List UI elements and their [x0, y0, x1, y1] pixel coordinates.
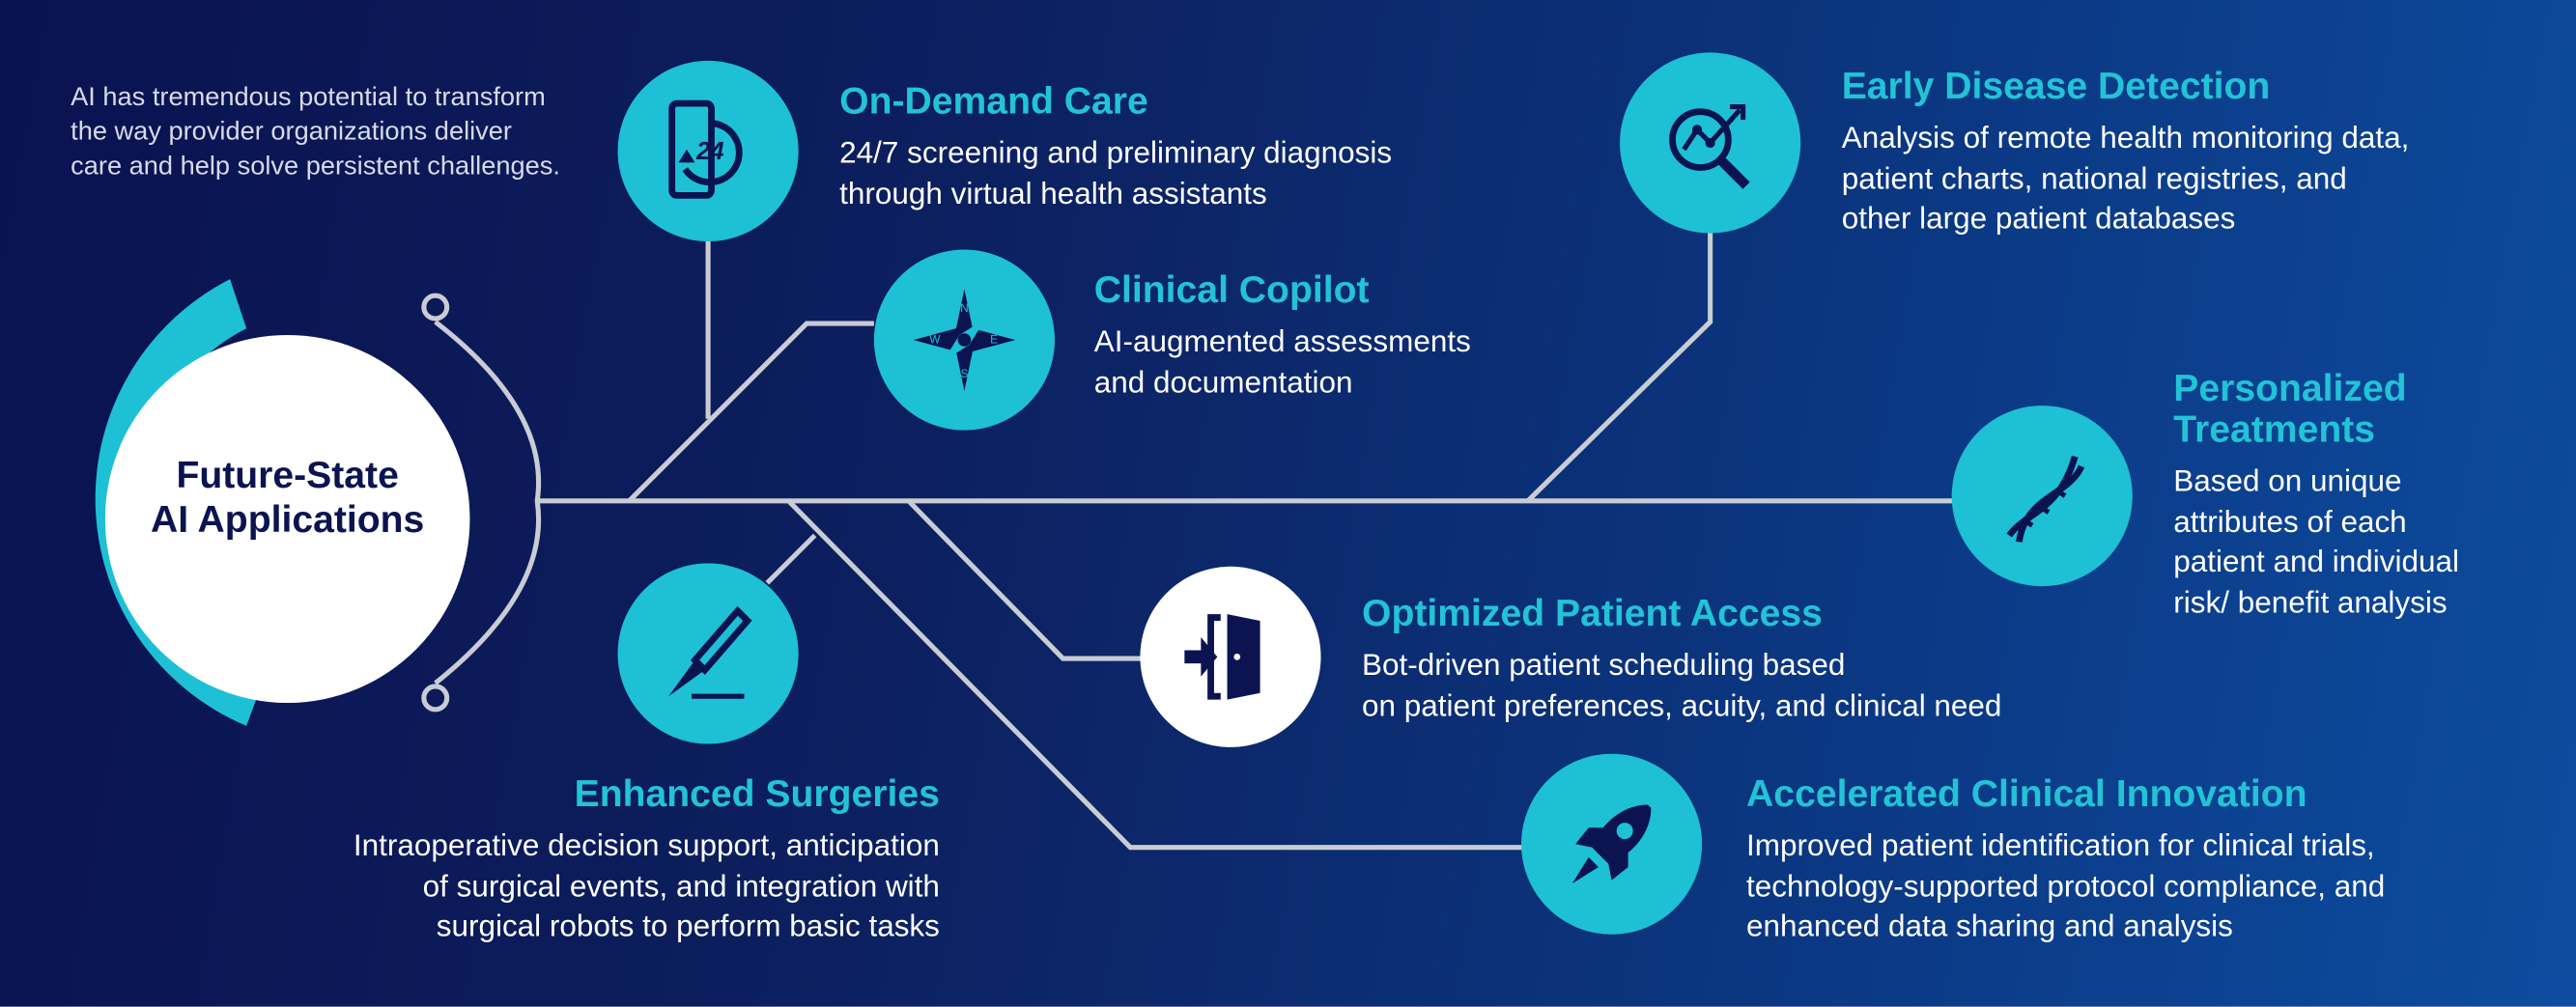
copilot-title: Clinical Copilot — [1093, 267, 1370, 311]
dna-icon — [1951, 406, 2133, 587]
early-title: Early Disease Detection — [1841, 64, 2271, 107]
compass-icon: N S E W — [873, 249, 1055, 431]
access-connector — [906, 498, 1143, 661]
innovation-desc: Improved patient identification for clin… — [1746, 827, 2386, 943]
hub-circle — [104, 334, 470, 703]
magnifier-chart-icon — [1620, 52, 1801, 234]
svg-text:N: N — [960, 301, 969, 315]
intro-text: AI has tremendous potential to transform… — [71, 83, 560, 182]
early-connector — [1526, 233, 1713, 503]
hub-title-line2: AI Applications — [151, 497, 425, 541]
surgeries-title: Enhanced Surgeries — [574, 771, 940, 815]
early-desc: Analysis of remote health monitoring dat… — [1841, 120, 2410, 236]
hub-title-line1: Future-State — [176, 453, 399, 496]
door-enter-icon — [1140, 566, 1321, 747]
surgeries-connector — [765, 533, 817, 585]
svg-text:W: W — [929, 332, 941, 346]
phone-24-icon: 24 — [617, 60, 799, 242]
arc-end-top — [421, 293, 450, 322]
scalpel-icon — [617, 563, 799, 744]
access-title: Optimized Patient Access — [1362, 591, 1823, 634]
innovation-title: Accelerated Clinical Innovation — [1746, 771, 2307, 815]
innovation-connector — [786, 498, 1528, 851]
on-demand-title: On-Demand Care — [839, 78, 1148, 122]
hub-title: Future-State AI Applications — [107, 453, 468, 542]
arc-end-bottom — [421, 684, 450, 713]
svg-text:E: E — [990, 332, 998, 346]
svg-text:24: 24 — [695, 138, 723, 165]
on-demand-desc: 24/7 screening and preliminary diagnosis… — [839, 134, 1393, 210]
surgeries-desc: Intraoperative decision support, anticip… — [353, 827, 940, 943]
rocket-icon — [1521, 753, 1703, 935]
svg-text:S: S — [960, 367, 968, 380]
copilot-connector — [627, 321, 874, 503]
